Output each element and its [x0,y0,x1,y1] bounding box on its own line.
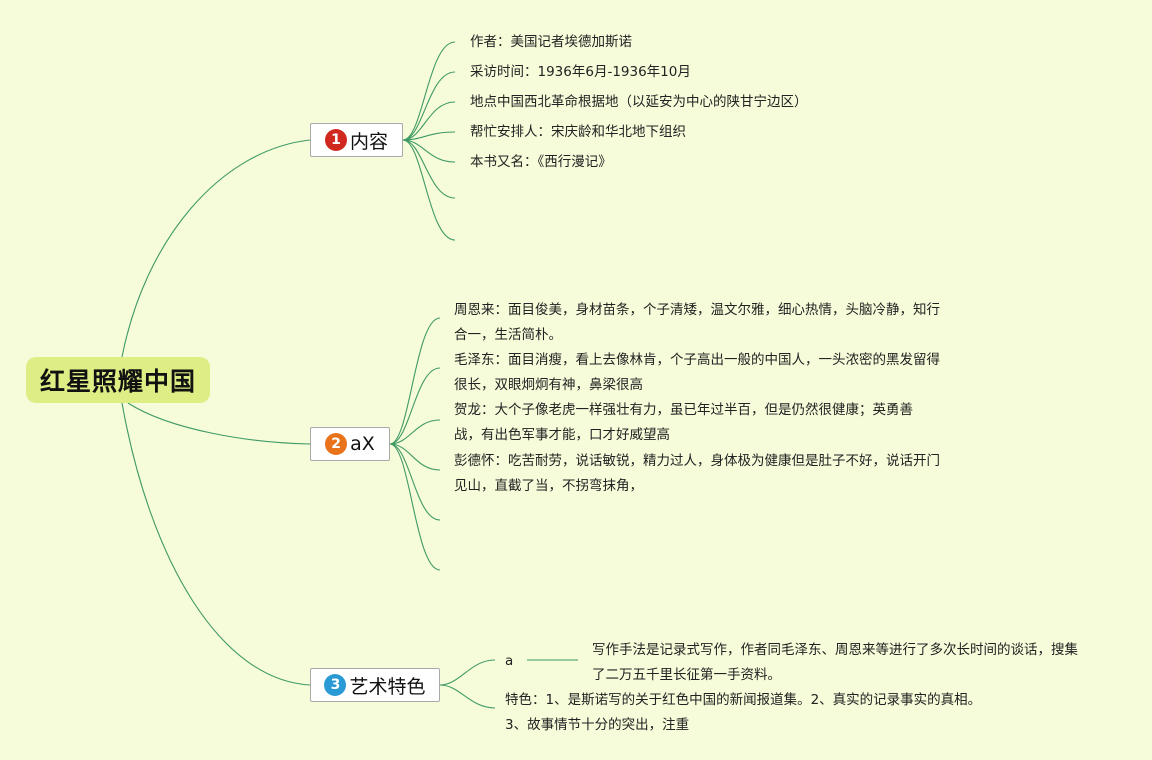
leaf-peng-dehuai[interactable]: 彭德怀：吃苦耐劳，说话敏锐，精力过人，身体极为健康但是肚子不好，说话开门见山，直… [454,453,940,494]
leaf-mao-zedong[interactable]: 毛泽东：面目消瘦，看上去像林肯，个子高出一般的中国人，一头浓密的黑发留得很长，双… [454,352,940,393]
root-title: 红星照耀中国 [39,367,196,396]
link-root-branch-2 [127,402,311,445]
leaf-interview-time[interactable]: 采访时间：1936年6月-1936年10月 [470,64,691,80]
link-branch-1-item-1 [402,71,456,141]
link-branch-3-sub-a [439,659,496,686]
link-branch-2-item-1 [389,367,441,445]
link-branch-1-item-2 [402,101,456,141]
branch-node-art-features[interactable]: 3 艺术特色 [310,668,440,702]
number-2-badge-icon: 2 [325,433,348,455]
leaf-he-long[interactable]: 贺龙：大个子像老虎一样强壮有力，虽已年过半百，但是仍然很健康；英勇善战，有出色军… [454,402,913,443]
leaf-author[interactable]: 作者：美国记者埃德加斯诺 [470,34,632,50]
link-branch-2-item-2 [389,419,441,445]
link-branch-2-item-5 [389,443,441,571]
leaf-location[interactable]: 地点中国西北革命根据地（以延安为中心的陕甘宁边区） [470,94,808,110]
link-branch-1-item-6 [402,139,456,241]
link-branch-1-item-0 [402,41,456,141]
link-branch-1-item-4 [402,139,456,163]
number-1-badge-icon: 1 [324,129,347,151]
link-branch-2-item-0 [389,317,441,445]
branch-label: 艺术特色 [349,675,426,698]
leaf-alt-title[interactable]: 本书又名：《西行漫记》 [470,154,612,170]
sub-node-a[interactable]: a [505,653,514,669]
link-branch-1-item-3 [402,131,456,141]
link-branch-2-item-3 [389,443,441,471]
link-root-branch-3 [121,402,311,686]
leaf-features[interactable]: 特色：1、是斯诺写的关于红色中国的新闻报道集。2、真实的记录事实的真相。3、故事… [505,692,982,733]
leaf-writing-method[interactable]: 写作手法是记录式写作，作者同毛泽东、周恩来等进行了多次长时间的谈话，搜集了二万五… [592,642,1078,683]
number-3-badge-icon: 3 [324,674,347,696]
branch-node-characters[interactable]: 2 aX [310,427,390,461]
branch-label: 内容 [349,130,388,153]
link-branch-1-item-5 [402,139,456,199]
root-node[interactable]: 红星照耀中国 [26,357,210,403]
leaf-arranger[interactable]: 帮忙安排人：宋庆龄和华北地下组织 [470,124,686,140]
link-branch-2-item-4 [389,443,441,521]
branch-node-content[interactable]: 1 内容 [310,123,403,157]
link-root-branch-1 [121,139,311,358]
leaf-zhou-enlai[interactable]: 周恩来：面目俊美，身材苗条，个子清矮，温文尔雅，细心热情，头脑冷静，知行合一，生… [454,302,940,343]
link-branch-3-features [439,684,496,709]
branch-label: aX [350,433,375,455]
